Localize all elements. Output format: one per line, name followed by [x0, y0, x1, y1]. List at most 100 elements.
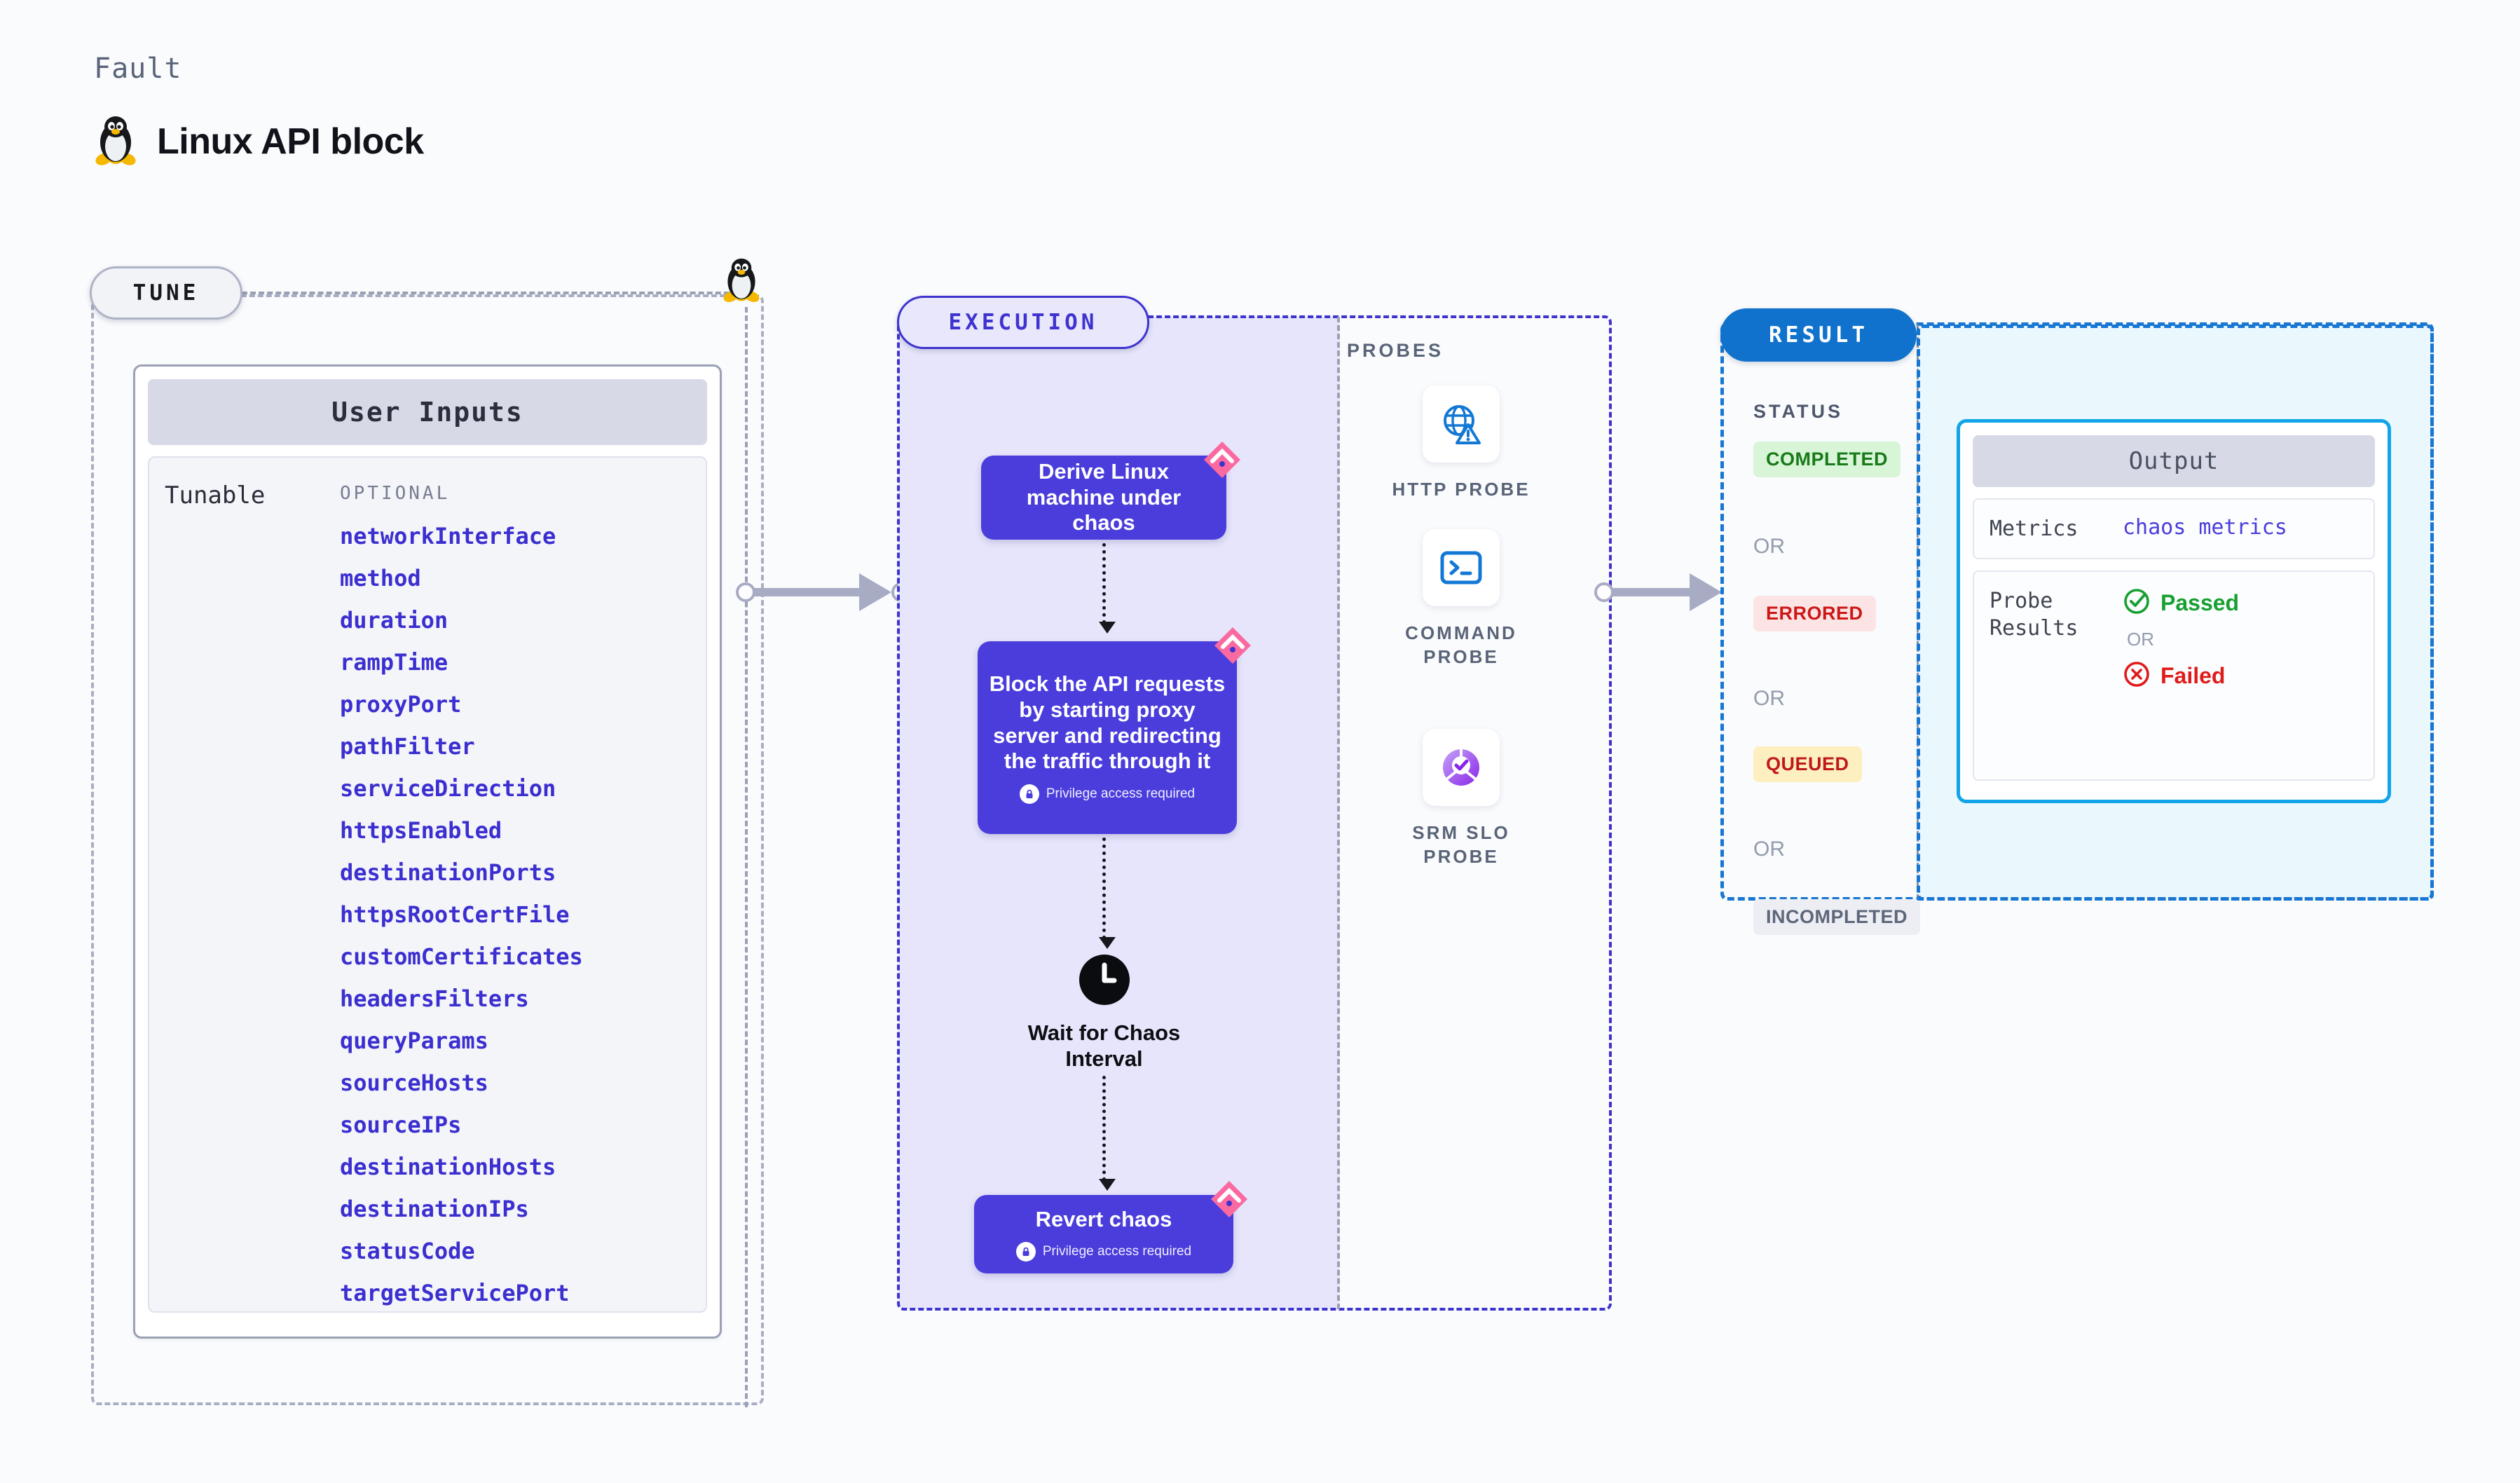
probe-label: HTTP PROBE — [1392, 479, 1531, 500]
tunable-item[interactable]: serviceDirection — [340, 775, 556, 802]
status-or-separator: OR — [1753, 687, 1785, 710]
execution-stage — [897, 315, 1612, 1311]
metrics-value-link[interactable]: chaos metrics — [2123, 515, 2287, 540]
probe-result-failed: Failed — [2123, 660, 2239, 692]
page-title-row: Linux API block — [94, 116, 424, 168]
lock-icon — [1015, 1242, 1036, 1262]
flow-node-title: Derive Linux machine under chaos — [1026, 459, 1182, 535]
globe-warning-icon — [1423, 385, 1500, 463]
status-badge: INCOMPLETED — [1753, 899, 1921, 935]
tunable-item[interactable]: method — [340, 565, 421, 592]
user-inputs-card: User Inputs Tunable OPTIONAL networkInte… — [133, 364, 722, 1339]
connector-start-dot — [1594, 582, 1614, 602]
linux-penguin-icon — [94, 116, 137, 168]
probe-command[interactable]: COMMAND PROBE — [1391, 529, 1531, 669]
result-pill[interactable]: RESULT — [1720, 308, 1917, 362]
tunable-item[interactable]: sourceIPs — [340, 1112, 462, 1138]
probe-results-values: Passed OR Failed — [2123, 587, 2239, 692]
probe-results-key: Probe Results — [1990, 589, 2079, 641]
probe-srm-slo[interactable]: SRM SLO PROBE — [1391, 729, 1531, 869]
lock-icon — [1019, 784, 1039, 804]
clock-icon — [1078, 953, 1131, 1010]
probe-result-or: OR — [2127, 629, 2154, 650]
probe-label: COMMAND PROBE — [1405, 622, 1517, 667]
tunable-items-column: OPTIONAL networkInterface method duration r… — [340, 477, 690, 1304]
slo-donut-check-icon — [1423, 729, 1500, 806]
probe-label: SRM SLO PROBE — [1412, 822, 1510, 867]
flow-arrow-3 — [1099, 1076, 1116, 1191]
tunable-item[interactable]: rampTime — [340, 649, 448, 676]
x-circle-icon — [2123, 660, 2151, 692]
privilege-text: Privilege access required — [1046, 786, 1196, 801]
tunable-item[interactable]: destinationIPs — [340, 1196, 529, 1222]
tunable-item[interactable]: customCertificates — [340, 943, 583, 970]
passed-label: Passed — [2161, 590, 2240, 615]
chaos-ribbon-icon — [1211, 1181, 1247, 1217]
status-section-label: STATUS — [1753, 401, 1843, 422]
flow-node-revert-chaos[interactable]: Revert chaos Privilege access required — [974, 1181, 1247, 1273]
flow-node-derive-machine[interactable]: Derive Linux machine under chaos — [981, 442, 1240, 540]
tunable-item[interactable]: networkInterface — [340, 523, 556, 549]
tune-stage — [91, 294, 764, 1405]
connector-execution-to-result — [1594, 568, 1741, 617]
tunable-item[interactable]: targetServicePort — [340, 1280, 570, 1306]
tunable-item[interactable]: headersFilters — [340, 985, 529, 1012]
flow-node-title: Revert chaos — [1035, 1206, 1172, 1231]
tunable-item[interactable]: statusCode — [340, 1238, 475, 1264]
user-inputs-title: User Inputs — [148, 379, 707, 445]
tunable-item[interactable]: destinationHosts — [340, 1154, 556, 1180]
terminal-icon — [1423, 529, 1500, 606]
status-badge: QUEUED — [1753, 746, 1862, 782]
flow-node-block-api[interactable]: Block the API requests by starting proxy… — [978, 627, 1251, 834]
tunable-item[interactable]: queryParams — [340, 1027, 488, 1054]
page-title: Linux API block — [157, 121, 424, 162]
privilege-text: Privilege access required — [1042, 1244, 1192, 1259]
status-badge: ERRORED — [1753, 596, 1876, 631]
tune-dashed-connector — [242, 292, 746, 294]
linux-penguin-icon — [722, 258, 761, 308]
output-card-title: Output — [1973, 435, 2375, 487]
optional-group-label: OPTIONAL — [340, 483, 451, 504]
privilege-badge: Privilege access required — [1019, 784, 1196, 804]
output-probe-results-row: Probe Results Passed OR — [1973, 570, 2375, 781]
tunable-item[interactable]: destinationPorts — [340, 859, 556, 886]
privilege-badge: Privilege access required — [1015, 1242, 1192, 1262]
connector-arrowhead — [859, 573, 891, 611]
connector-shaft — [1605, 588, 1712, 596]
tune-stage-border — [91, 294, 764, 1405]
execution-pill[interactable]: EXECUTION — [897, 296, 1149, 349]
status-or-separator: OR — [1753, 838, 1785, 861]
output-card: Output Metrics chaos metrics Probe Resul… — [1957, 419, 2391, 803]
tunable-label: Tunable — [165, 481, 266, 510]
output-metrics-row: Metrics chaos metrics — [1973, 498, 2375, 559]
connector-arrowhead — [1690, 573, 1722, 611]
connector-start-dot — [736, 582, 755, 602]
tunable-item[interactable]: httpsEnabled — [340, 817, 502, 844]
metrics-key: Metrics — [1990, 517, 2079, 541]
flow-node-title: Wait for Chaos Interval — [1027, 1020, 1181, 1072]
tunable-item[interactable]: proxyPort — [340, 691, 462, 718]
tunable-item[interactable]: httpsRootCertFile — [340, 901, 570, 928]
status-badge: COMPLETED — [1753, 442, 1901, 477]
failed-label: Failed — [2161, 663, 2226, 688]
result-output-border — [1917, 324, 2434, 901]
probe-result-passed: Passed — [2123, 587, 2239, 619]
tunable-item[interactable]: pathFilter — [340, 733, 475, 760]
tunable-item[interactable]: duration — [340, 607, 448, 634]
flow-node-wait-interval: Wait for Chaos Interval — [1015, 953, 1193, 1072]
chaos-ribbon-icon — [1204, 442, 1240, 478]
chaos-ribbon-icon — [1214, 627, 1251, 664]
tune-pill[interactable]: TUNE — [90, 266, 242, 320]
tunable-item[interactable]: sourceHosts — [340, 1069, 488, 1096]
probe-http[interactable]: HTTP PROBE — [1391, 385, 1531, 502]
flow-arrow-1 — [1099, 543, 1116, 634]
connector-tune-to-execution — [736, 568, 911, 617]
user-inputs-body: Tunable OPTIONAL networkInterface method d… — [148, 456, 707, 1313]
check-circle-icon — [2123, 587, 2151, 619]
status-or-separator: OR — [1753, 535, 1785, 558]
probes-divider — [1337, 317, 1340, 1309]
probes-section-label: PROBES — [1347, 340, 1444, 361]
execution-stage-border — [897, 315, 1612, 1311]
flow-node-title: Block the API requests by starting proxy… — [989, 671, 1226, 774]
connector-shaft — [747, 588, 882, 596]
